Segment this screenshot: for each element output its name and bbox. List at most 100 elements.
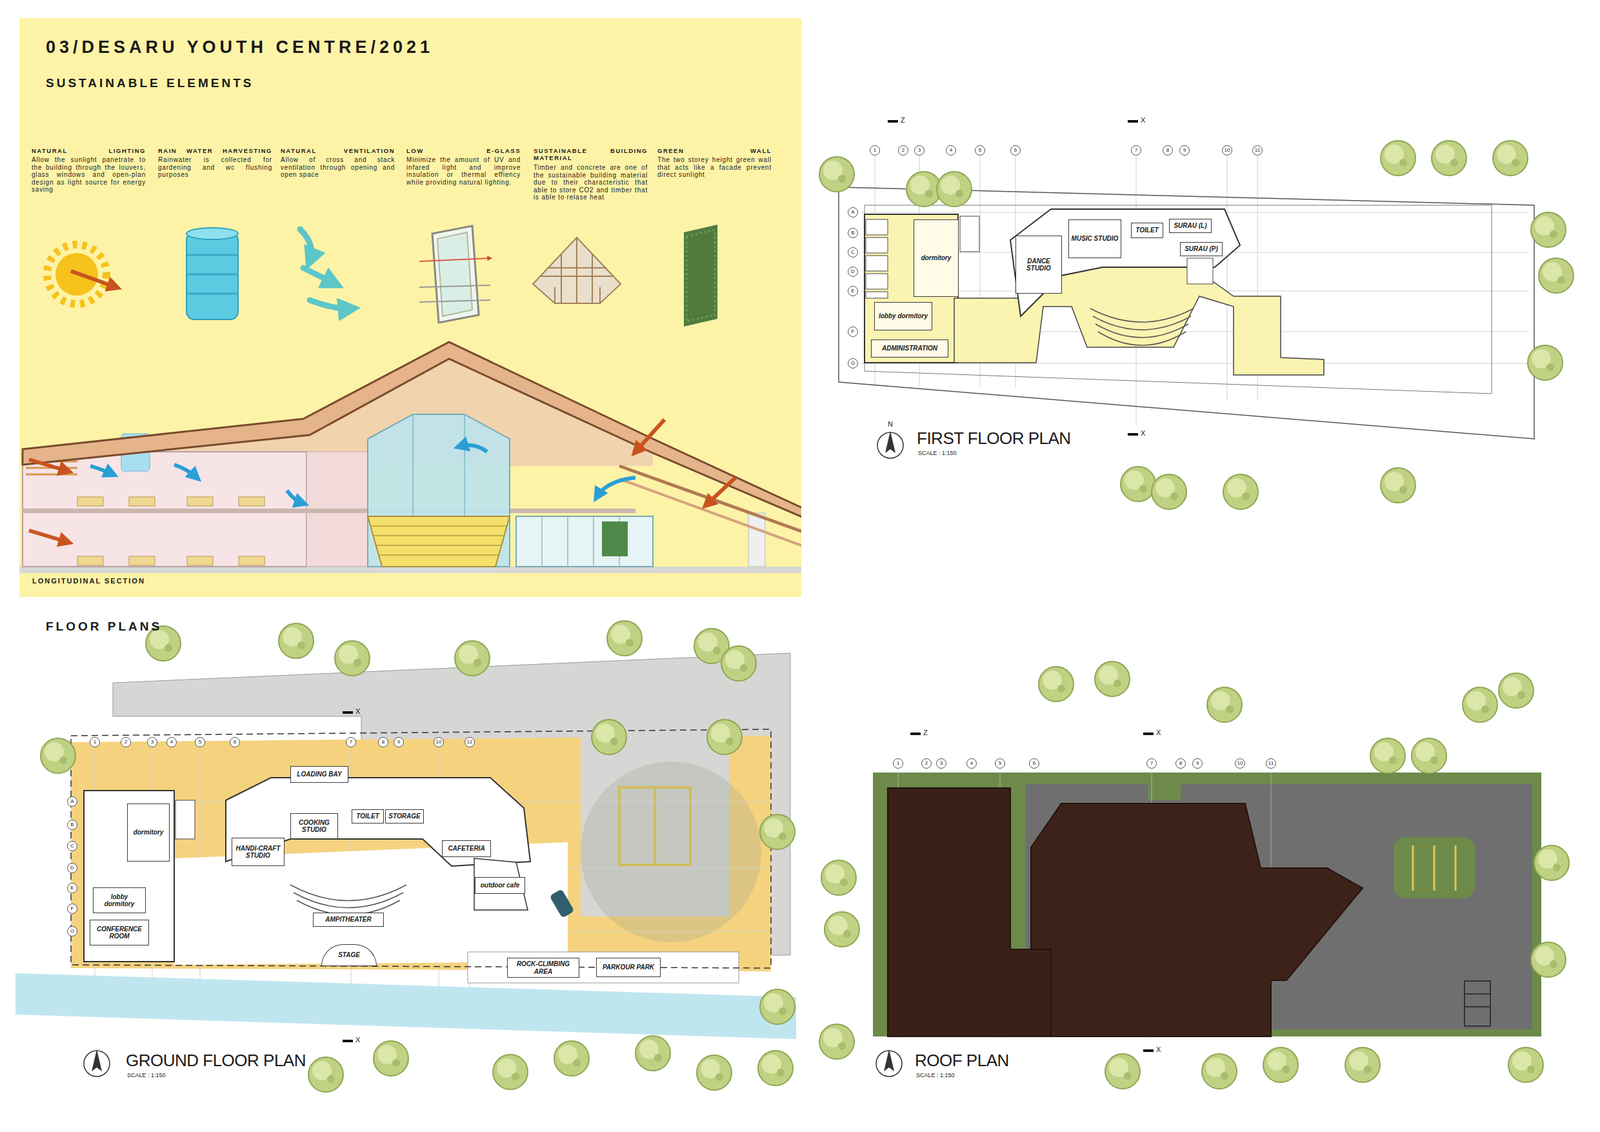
scale-note: SCALE : 1:150 (918, 449, 957, 457)
ventilation-arrows (300, 229, 352, 309)
sun-icon (47, 244, 117, 304)
room-box: HANDI-CRAFT STUDIO (231, 837, 285, 866)
grid-bubble: B (67, 819, 78, 830)
plan-title: GROUND FLOOR PLAN (125, 1050, 306, 1071)
grid-bubble: 8 (1162, 145, 1173, 156)
room-label: SURAU (L) (1173, 221, 1207, 230)
room-label: DANCE STUDIO (1018, 257, 1060, 273)
plan-title: ROOF PLAN (914, 1050, 1010, 1071)
grid-bubble: 10 (1234, 758, 1246, 769)
roof-plan-drawing (819, 661, 1570, 1089)
room-label: STORAGE (388, 812, 420, 820)
grid-bubble: 4 (166, 736, 177, 748)
plan-title: FIRST FLOOR PLAN (916, 428, 1071, 449)
grid-bubble: 5 (974, 145, 986, 156)
element-heading: RAIN WATER HARVESTING (158, 147, 273, 155)
room-label: HANDI-CRAFT STUDIO (234, 844, 282, 860)
element-heading: GREEN WALL (657, 147, 772, 155)
board-title: 03/DESARU YOUTH CENTRE/2021 (45, 37, 434, 58)
room-label: ROCK-CLIMBING AREA (509, 960, 577, 975)
room-label: CONFERENCE ROOM (92, 925, 147, 940)
room-label: LOADING BAY (296, 770, 342, 779)
grid-bubble: 3 (147, 736, 158, 748)
room-label: AMPITHEATER (325, 915, 371, 924)
low-e-glass-icon (419, 225, 491, 323)
grid-bubble: 1 (89, 736, 100, 748)
grid-bubble: G (847, 358, 859, 369)
grid-bubble: C (67, 840, 78, 851)
room-box: SURAU (P) (1180, 241, 1223, 257)
room-label: dormitory (921, 254, 952, 262)
room-box: ROCK-CLIMBING AREA (507, 957, 580, 978)
room-box: DANCE STUDIO (1015, 235, 1062, 294)
panel-ground (19, 18, 802, 597)
grid-bubble: 9 (1192, 758, 1203, 769)
room-label: lobby dormitory (95, 892, 144, 908)
grid-bubble: A (847, 207, 859, 218)
grid-bubble: 6 (1010, 145, 1021, 156)
section-marker: X (1156, 1045, 1161, 1053)
room-box: lobby dormitory (92, 887, 146, 913)
element-description: Allow the sunlight panetrate to the buil… (31, 156, 146, 194)
grid-bubble: 1 (869, 145, 880, 156)
element-description: Timber and concrete are one of the susta… (533, 163, 648, 202)
room-box: CONFERENCE ROOM (89, 919, 150, 946)
grid-bubble: B (847, 227, 859, 239)
element-heading: NATURAL LIGHTING (31, 147, 146, 155)
section-marker: Z (900, 116, 906, 124)
room-box: AMPITHEATER (312, 912, 384, 927)
grid-bubble: E (847, 285, 859, 297)
grid-bubble: 6 (229, 736, 240, 748)
grid-bubble: 3 (914, 145, 925, 156)
room-label: MUSIC STUDIO (1071, 234, 1119, 243)
section-marker: X (355, 707, 360, 715)
grid-bubble: 11 (464, 736, 475, 748)
grid-bubble: 5 (994, 758, 1006, 769)
section-marker: X (1140, 116, 1146, 124)
scale-note: SCALE : 1:150 (916, 1071, 955, 1079)
grid-bubble: 7 (1130, 145, 1142, 156)
room-box: STAGE (321, 943, 377, 966)
scale-note: SCALE : 1:150 (127, 1071, 166, 1079)
grid-bubble: 8 (378, 736, 389, 748)
water-tank-icon (186, 227, 239, 320)
room-box: COOKING STUDIO (290, 812, 339, 839)
room-label: PARKOUR PARK (602, 963, 655, 971)
grid-bubble: D (67, 862, 78, 873)
room-box: lobby dormitory (874, 301, 933, 331)
room-label: CAFETERIA (447, 844, 485, 853)
grid-bubble: 1 (892, 758, 904, 769)
room-box: LOADING BAY (290, 765, 349, 783)
grid-bubble: A (67, 796, 78, 807)
grid-bubble: G (67, 925, 78, 937)
element-description: The two storey height green wall that ac… (657, 156, 772, 179)
first-floor-drawing (819, 120, 1574, 510)
grid-bubble: 9 (393, 736, 404, 748)
grid-bubble: 2 (120, 736, 131, 748)
room-label: STAGE (338, 950, 360, 959)
element-heading: LOW E-GLASS (406, 147, 521, 155)
grid-bubble: C (847, 247, 859, 258)
grid-bubble: 8 (1175, 758, 1186, 769)
section-heading: SUSTAINABLE ELEMENTS (45, 76, 254, 91)
room-box: dormitory (913, 219, 959, 297)
grid-bubble: 5 (194, 736, 206, 748)
grid-bubble: 2 (921, 758, 932, 769)
room-box: CAFETERIA (441, 840, 491, 857)
grid-bubble: 10 (1221, 145, 1233, 156)
room-box: outdoor cafe (474, 876, 526, 894)
element-description: Minimize the amount of UV and infared li… (406, 156, 521, 186)
room-label: lobby dormitory (878, 312, 928, 320)
grid-bubble: 11 (1252, 145, 1263, 156)
room-label: COOKING STUDIO (292, 818, 336, 834)
element-description: Rainwater is collected for gardening and… (158, 156, 273, 179)
grid-bubble: F (847, 326, 859, 337)
timber-roof-icon (532, 237, 621, 304)
section-marker: X (1140, 429, 1146, 437)
section-marker: Z (923, 728, 928, 737)
grid-bubble: 3 (936, 758, 947, 769)
room-label: TOILET (1135, 226, 1159, 235)
grid-bubble: 9 (1179, 145, 1190, 156)
room-label: outdoor cafe (480, 881, 520, 890)
